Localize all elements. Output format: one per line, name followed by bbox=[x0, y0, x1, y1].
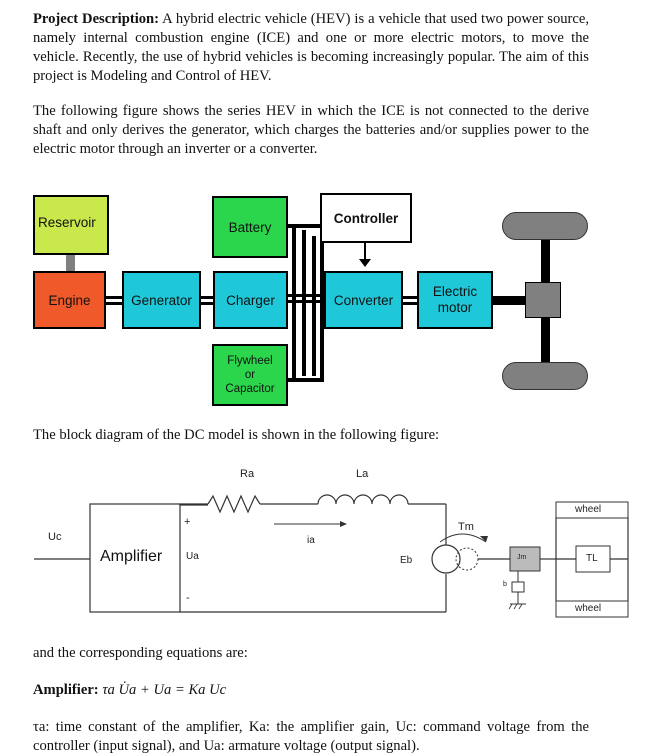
bus-top bbox=[288, 224, 324, 228]
plus-sign: + bbox=[184, 516, 191, 528]
wheel-bottom-label: wheel bbox=[575, 603, 602, 614]
eb-label: Eb bbox=[400, 555, 413, 566]
jm-label: Jm bbox=[517, 554, 527, 561]
motor-label-line2: motor bbox=[437, 300, 473, 315]
fuel-line bbox=[66, 254, 75, 272]
bus-mid bbox=[288, 294, 324, 297]
electric-motor-block: Electric motor bbox=[417, 271, 493, 329]
converter-motor-link-2 bbox=[403, 302, 417, 305]
definitions-paragraph: τa: time constant of the amplifier, Ka: … bbox=[33, 719, 589, 754]
controller-arrow-head bbox=[359, 259, 371, 267]
project-description-body: A hybrid electric vehicle (HEV) is a veh… bbox=[33, 11, 589, 84]
controller-block: Controller bbox=[320, 193, 412, 243]
amplifier-equation: Amplifier: τa U̇a + Ua = Ka Uc bbox=[33, 682, 226, 699]
converter-label: Converter bbox=[333, 292, 394, 308]
engine-generator-link-2 bbox=[106, 302, 122, 305]
bus-bottom bbox=[288, 378, 324, 382]
controller-arrow-line bbox=[364, 243, 366, 263]
equations-intro: and the corresponding equations are: bbox=[33, 645, 248, 661]
b-label: b bbox=[503, 581, 507, 588]
charger-block: Charger bbox=[213, 271, 288, 329]
generator-charger-link-2 bbox=[201, 302, 213, 305]
bus-mid-2 bbox=[288, 300, 324, 303]
reservoir-label: Reservoir bbox=[38, 215, 96, 230]
minus-sign: - bbox=[186, 592, 190, 604]
flywheel-label-line1: Flywheel bbox=[227, 355, 273, 367]
engine-label: Engine bbox=[48, 292, 91, 308]
ia-label: ia bbox=[307, 535, 315, 546]
amplifier-equation-label: Amplifier: bbox=[33, 682, 99, 698]
generator-charger-link bbox=[201, 296, 213, 299]
project-description-heading: Project Description: bbox=[33, 11, 160, 27]
amplifier-equation-formula: τa U̇a + Ua = Ka Uc bbox=[102, 682, 227, 698]
uc-label: Uc bbox=[48, 531, 62, 543]
converter-block: Converter bbox=[324, 271, 403, 329]
drive-shaft bbox=[493, 296, 525, 305]
controller-label: Controller bbox=[333, 211, 399, 226]
engine-generator-link bbox=[106, 296, 122, 299]
bus-line-1 bbox=[292, 224, 296, 382]
project-description: Project Description: A hybrid electric v… bbox=[33, 10, 589, 86]
battery-block: Battery bbox=[212, 196, 288, 258]
bus-line-2 bbox=[302, 230, 306, 376]
motor-label-line1: Electric bbox=[432, 284, 478, 299]
dc-intro-paragraph: The block diagram of the DC model is sho… bbox=[33, 427, 440, 443]
ra-label: Ra bbox=[240, 468, 255, 480]
figure-intro-paragraph: The following figure shows the series HE… bbox=[33, 103, 589, 157]
bus-line-3 bbox=[312, 236, 316, 376]
reservoir-block: Reservoir bbox=[33, 195, 109, 255]
wheel-top-icon bbox=[502, 212, 588, 240]
ua-label: Ua bbox=[186, 551, 199, 562]
flywheel-block: Flywheel or Capacitor bbox=[212, 344, 288, 406]
generator-block: Generator bbox=[122, 271, 201, 329]
battery-label: Battery bbox=[228, 219, 272, 235]
tm-label: Tm bbox=[458, 521, 474, 533]
engine-block: Engine bbox=[33, 271, 106, 329]
bus-line-4 bbox=[320, 224, 324, 382]
differential bbox=[525, 282, 561, 318]
wheel-bottom-icon bbox=[502, 362, 588, 390]
generator-label: Generator bbox=[131, 292, 192, 308]
la-label: La bbox=[356, 468, 369, 480]
amplifier-label: Amplifier bbox=[100, 548, 163, 565]
charger-label: Charger bbox=[226, 292, 275, 308]
tl-label: TL bbox=[586, 553, 598, 564]
flywheel-label-line2: or bbox=[244, 369, 256, 381]
wheel-top-label: wheel bbox=[575, 504, 602, 515]
converter-motor-link bbox=[403, 296, 417, 299]
flywheel-label-line3: Capacitor bbox=[225, 383, 275, 395]
